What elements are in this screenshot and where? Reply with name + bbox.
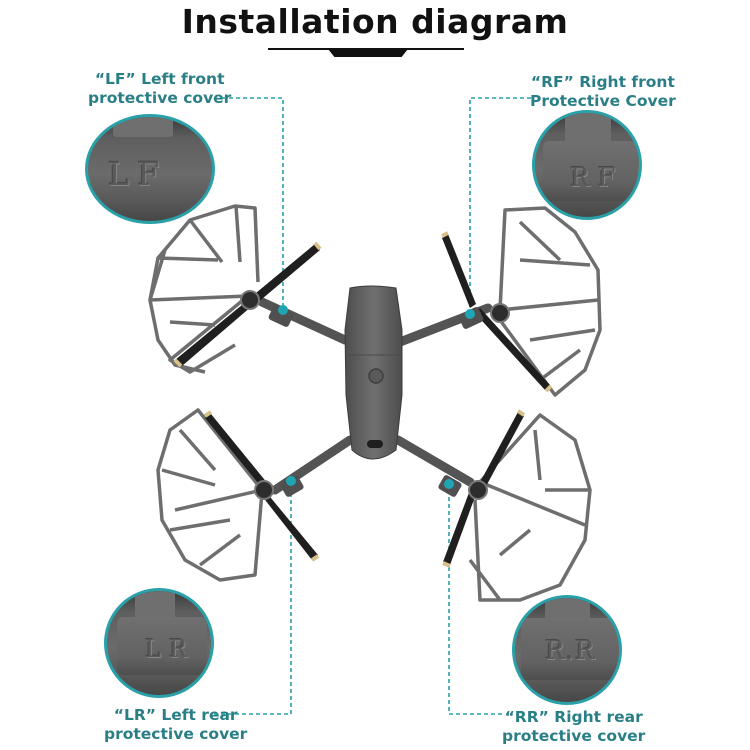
marker-lf-icon bbox=[278, 305, 288, 315]
label-rr-line1: “RR” Right rear bbox=[504, 708, 643, 726]
label-rr: “RR” Right rear protective cover bbox=[502, 708, 645, 746]
label-rr-line2: protective cover bbox=[502, 727, 646, 745]
rear-sensor bbox=[367, 440, 383, 448]
cover-tab bbox=[545, 598, 590, 620]
guard-lr bbox=[156, 408, 264, 582]
connector-lf bbox=[222, 97, 284, 308]
marker-rr-icon bbox=[444, 479, 454, 489]
label-lr-line2: protective cover bbox=[104, 725, 248, 743]
propeller-rf bbox=[441, 231, 553, 393]
zoom-circle-rf: RF bbox=[532, 110, 642, 220]
power-button-icon bbox=[368, 368, 384, 384]
propeller-lf bbox=[173, 241, 322, 368]
label-lr-line1: “LR” Left rear bbox=[113, 706, 238, 724]
cover-plate bbox=[543, 141, 637, 201]
label-lf: “LF” Left front protective cover bbox=[88, 70, 231, 108]
marker-lr-icon bbox=[286, 476, 296, 486]
label-lr: “LR” Left rear protective cover bbox=[104, 706, 247, 744]
engraving-lr: LR bbox=[145, 635, 196, 663]
engraving-rf: RF bbox=[570, 163, 624, 193]
marker-rf-icon bbox=[465, 309, 475, 319]
zoom-circle-lr: LR bbox=[104, 588, 214, 698]
propeller-lr bbox=[203, 410, 320, 562]
engraving-rr: R.R bbox=[545, 636, 596, 666]
cover-tab bbox=[565, 113, 611, 143]
label-rf-line2: Protective Cover bbox=[530, 92, 676, 110]
cover-tab bbox=[113, 117, 173, 137]
cover-plate bbox=[117, 617, 207, 675]
label-rf: “RF” Right front Protective Cover bbox=[530, 73, 676, 111]
guard-rf bbox=[498, 206, 602, 397]
zoom-circle-lf: LF bbox=[85, 114, 215, 224]
label-lf-line1: “LF” Left front bbox=[94, 70, 225, 88]
engraving-lf: LF bbox=[108, 155, 168, 193]
title-underline-tab bbox=[328, 49, 408, 57]
propeller-rr bbox=[442, 409, 526, 568]
zoom-circle-rr: R.R bbox=[512, 595, 622, 705]
page-title: Installation diagram bbox=[181, 2, 569, 41]
connector-rf bbox=[469, 97, 531, 314]
label-lf-line2: protective cover bbox=[88, 89, 232, 107]
marker-dots bbox=[278, 305, 475, 489]
cover-tab bbox=[135, 591, 175, 621]
connector-lr bbox=[214, 481, 292, 715]
guard-rr bbox=[468, 413, 592, 602]
cover-plate bbox=[521, 618, 619, 680]
label-rf-line1: “RF” Right front bbox=[530, 73, 675, 91]
drone-body bbox=[344, 285, 403, 460]
